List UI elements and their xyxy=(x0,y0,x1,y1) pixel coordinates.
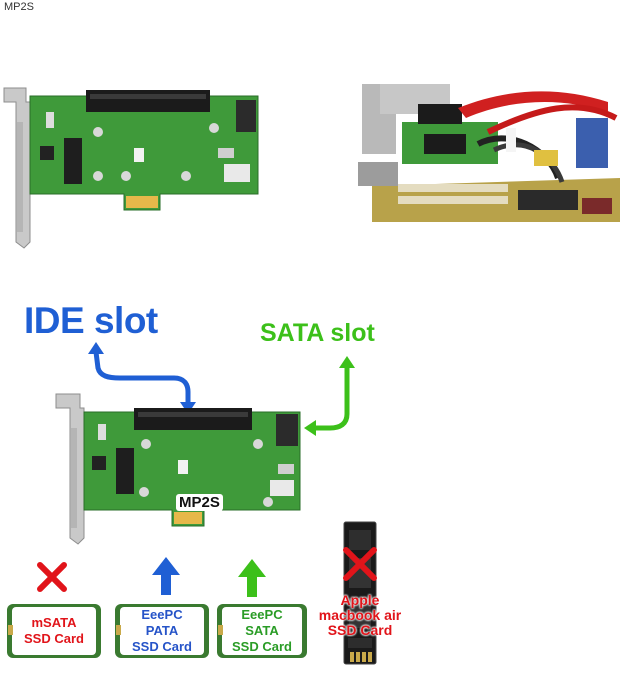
card-line: SATA xyxy=(245,623,279,638)
card-line: SSD Card xyxy=(24,631,84,646)
sata-arrow-icon xyxy=(304,356,355,436)
ide-slot-label: IDE slot xyxy=(24,300,158,341)
board-name-label: MP2S xyxy=(176,494,223,511)
card-line: SSD Card xyxy=(327,622,393,638)
eeepc-pata-ssd-card: EeePC PATA SSD Card xyxy=(114,603,210,659)
card-line: SSD Card xyxy=(232,639,292,654)
card-line: Apple xyxy=(340,592,380,608)
card-line: macbook air xyxy=(318,607,402,623)
card-line: EeePC xyxy=(241,607,283,622)
installed-photo xyxy=(358,78,620,224)
card-line: PATA xyxy=(145,623,179,638)
adapter-card-diagram xyxy=(55,393,301,545)
arrow-up-icon xyxy=(152,557,180,595)
card-line: SSD Card xyxy=(132,639,192,654)
card-line: mSATA xyxy=(31,615,77,630)
adapter-card-photo xyxy=(3,87,259,249)
card-line: EeePC xyxy=(141,607,183,622)
arrow-up-icon xyxy=(238,559,266,597)
x-mark-icon xyxy=(343,547,377,581)
msata-ssd-card: mSATA SSD Card xyxy=(6,603,102,659)
sata-slot-label: SATA slot xyxy=(260,319,375,347)
eeepc-sata-ssd-card: EeePC SATA SSD Card xyxy=(216,603,308,659)
apple-ssd-label: Apple macbook air SSD Card xyxy=(305,593,415,638)
page-title: MP2S xyxy=(4,1,34,13)
x-mark-icon xyxy=(37,562,67,592)
